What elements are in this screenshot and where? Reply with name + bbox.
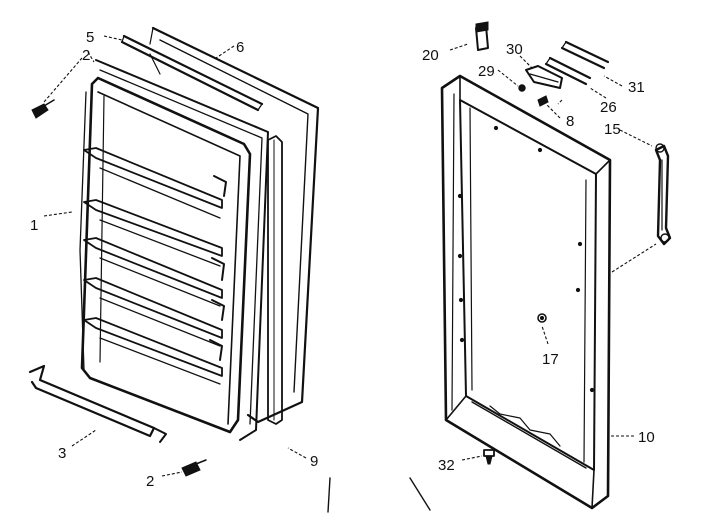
callout-20: 20 [422,47,439,64]
callout-2-upper: 2 [82,47,90,64]
part-5-top-strip [120,34,264,112]
callout-1: 1 [30,217,38,234]
liner-gasket-frame [95,59,269,441]
part-30-hinge-plate [525,65,563,89]
leader-lines [43,35,657,477]
scan-marks [327,477,431,513]
callout-17: 17 [542,351,559,368]
part-20-hinge-pin [475,21,489,51]
callout-29: 29 [478,63,495,80]
callout-2-lower: 2 [146,473,154,490]
callout-5: 5 [86,29,94,46]
part-2-screw-upper [31,99,55,119]
callout-30: 30 [506,41,523,58]
part-10-door-frame [440,74,612,510]
part-15-handle [654,143,672,246]
callout-3: 3 [58,445,66,462]
part-9-seal-strip [267,135,283,425]
part-31-strip [560,40,610,70]
part-6-back-panel [149,26,320,424]
part-8-screw [537,95,549,107]
part-1-door-liner [79,76,252,434]
callout-6: 6 [236,39,244,56]
callout-31: 31 [628,79,645,96]
callout-32: 32 [438,457,455,474]
part-3-bracket-rod [28,364,167,443]
part-2-screw-lower [181,459,207,477]
part-17-plug [537,313,547,323]
callout-9: 9 [310,453,318,470]
callout-26: 26 [600,99,617,116]
part-32-screw [483,449,495,465]
part-29-screw [518,84,526,92]
callout-labels: 5 2 6 1 3 2 9 20 30 29 31 26 8 15 17 10 … [30,29,655,490]
part-26-strip [544,56,592,86]
callout-10: 10 [638,429,655,446]
callout-8: 8 [566,113,574,130]
callout-15: 15 [604,121,621,138]
